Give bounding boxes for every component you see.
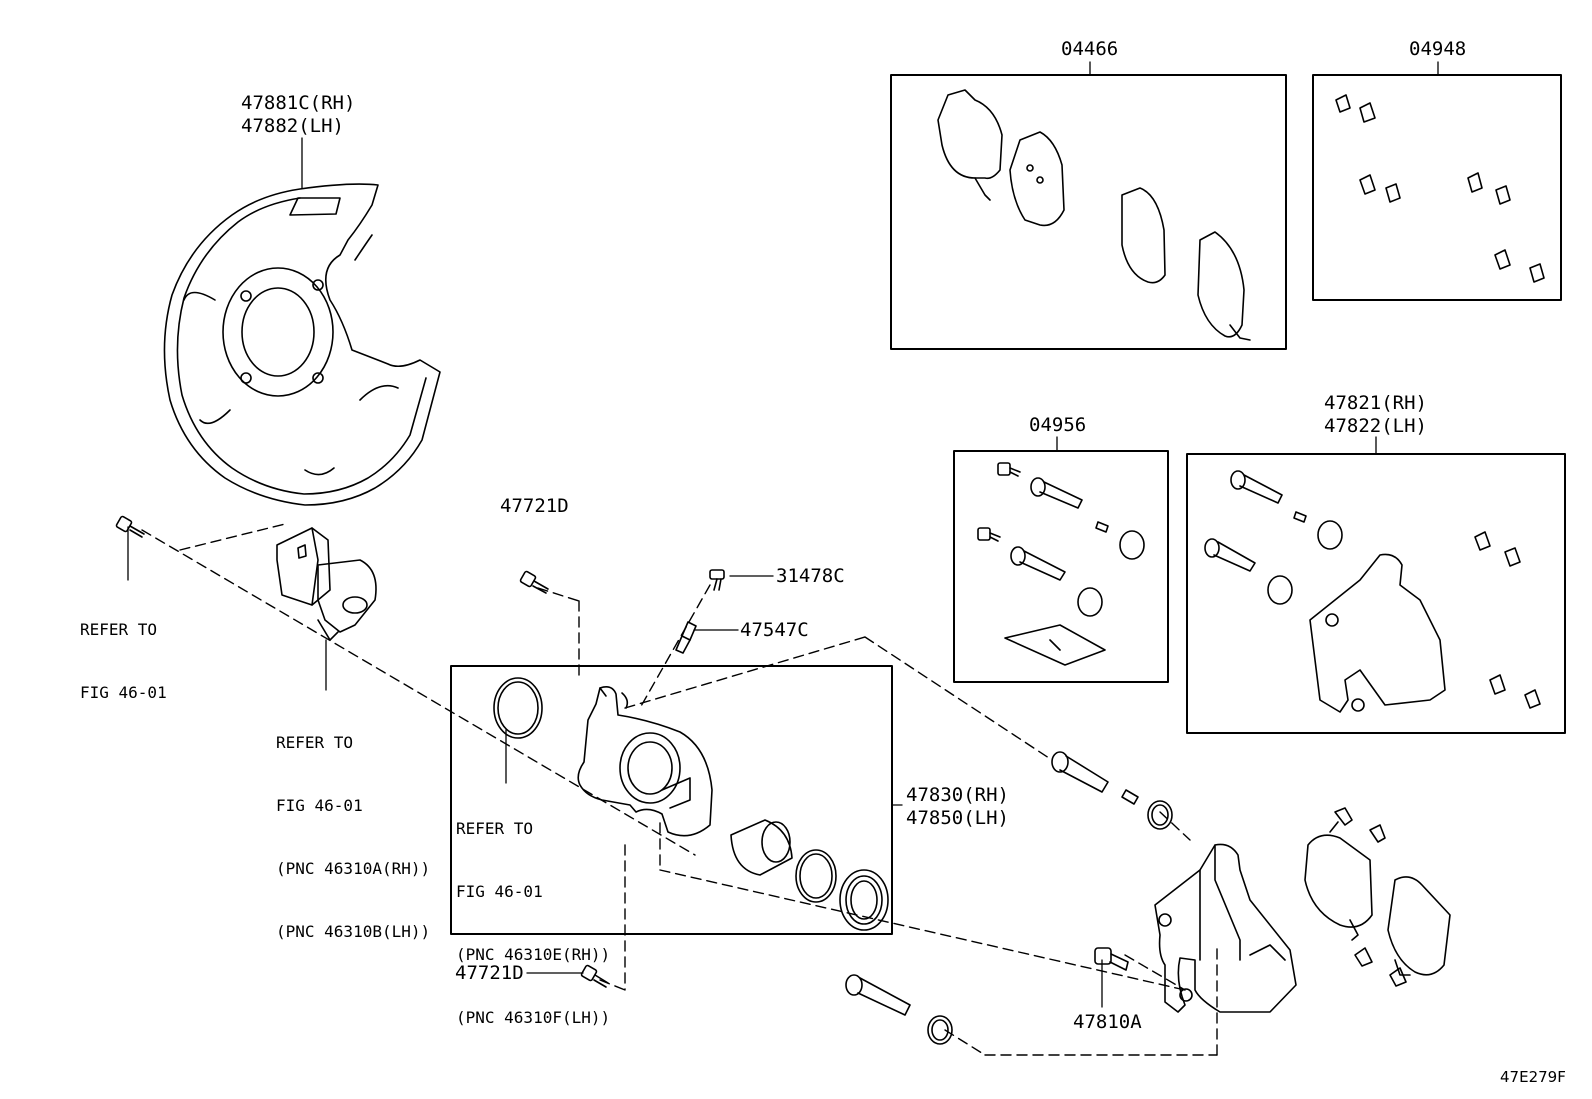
reference-3-line-4: (PNC 46310F(LH))	[456, 1008, 611, 1027]
bracket-kit-47821	[1204, 470, 1541, 713]
reference-3-line-1: REFER TO	[456, 819, 534, 838]
kit-box-04956	[953, 450, 1169, 683]
kit-box-04948	[1312, 74, 1562, 301]
label-47721d-top: 47721D	[500, 495, 569, 517]
caliper-piston-seals	[730, 819, 889, 931]
label-47721d-bottom: 47721D	[455, 962, 524, 984]
guide-kit-04956	[977, 462, 1145, 666]
reference-1-line-1: REFER TO	[80, 620, 158, 639]
kit-box-47830	[450, 665, 893, 935]
label-04948: 04948	[1409, 38, 1467, 60]
reference-2-line-4: (PNC 46310B(LH))	[276, 922, 431, 941]
bolt-47721d-bottom	[580, 964, 609, 988]
pads-kit-04466	[937, 89, 1251, 341]
figure-id: 47E279F	[1500, 1068, 1566, 1086]
reference-note-2: REFER TO FIG 46-01 (PNC 46310A(RH)) (PNC…	[276, 690, 430, 963]
label-04956: 04956	[1029, 414, 1087, 436]
dust-cover-shield	[163, 183, 441, 506]
reference-1-line-2: FIG 46-01	[80, 683, 167, 702]
reference-note-1: REFER TO FIG 46-01	[80, 577, 167, 724]
label-31478c: 31478C	[776, 565, 845, 587]
label-47830: 47830(RH)	[906, 784, 1009, 806]
reference-2-line-3: (PNC 46310A(RH))	[276, 859, 431, 878]
reference-3-line-2: FIG 46-01	[456, 882, 543, 901]
reference-note-3: REFER TO FIG 46-01 (PNC 46310E(RH)) (PNC…	[456, 776, 610, 1049]
reference-2-line-1: REFER TO	[276, 733, 354, 752]
kit-box-04466	[890, 74, 1287, 350]
label-47850: 47850(LH)	[906, 807, 1009, 829]
clips-kit-04948	[1335, 94, 1545, 283]
label-47810a: 47810A	[1073, 1011, 1142, 1033]
parking-actuator	[276, 527, 377, 641]
reference-2-line-2: FIG 46-01	[276, 796, 363, 815]
label-47821: 47821(RH)	[1324, 392, 1427, 414]
bolt-47721d-top	[519, 570, 549, 594]
brake-pads-main	[1304, 834, 1451, 976]
caliper-bracket	[1154, 843, 1297, 1013]
bolt-refer-1	[115, 515, 145, 538]
guide-pin-upper	[1051, 751, 1173, 830]
label-47881c: 47881C(RH)	[241, 92, 356, 114]
guide-pin-lower	[845, 974, 953, 1045]
label-04466: 04466	[1061, 38, 1119, 60]
bleeder-screw	[675, 621, 697, 654]
label-47822: 47822(LH)	[1324, 415, 1427, 437]
caliper-body	[493, 677, 713, 837]
label-47882: 47882(LH)	[241, 115, 344, 137]
reference-3-line-3: (PNC 46310E(RH))	[456, 945, 611, 964]
bolt-47810a	[1094, 947, 1129, 971]
bleeder-cap	[709, 569, 725, 591]
pad-clips-main	[1329, 807, 1407, 987]
leader-lines	[127, 61, 1439, 1008]
label-47547c: 47547C	[740, 619, 809, 641]
